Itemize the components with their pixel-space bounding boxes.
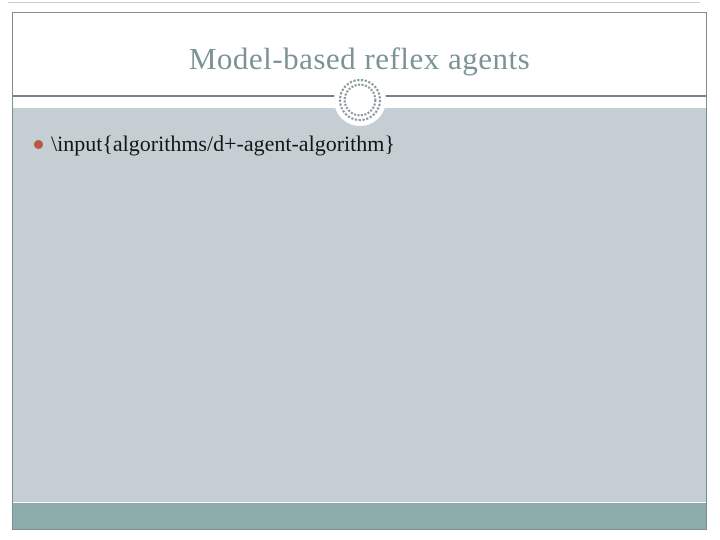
top-edge-hairline	[8, 2, 700, 3]
slide-footer-band	[13, 503, 706, 529]
double-ring-icon	[331, 71, 389, 129]
bullet-item: \input{algorithms/d+-agent-algorithm}	[29, 128, 688, 160]
slide-body: \input{algorithms/d+-agent-algorithm}	[13, 108, 706, 502]
slide-title: Model-based reflex agents	[188, 41, 531, 76]
bullet-list: \input{algorithms/d+-agent-algorithm}	[13, 108, 706, 160]
bullet-text: \input{algorithms/d+-agent-algorithm}	[51, 131, 395, 156]
disc-bullet-icon	[34, 140, 43, 149]
